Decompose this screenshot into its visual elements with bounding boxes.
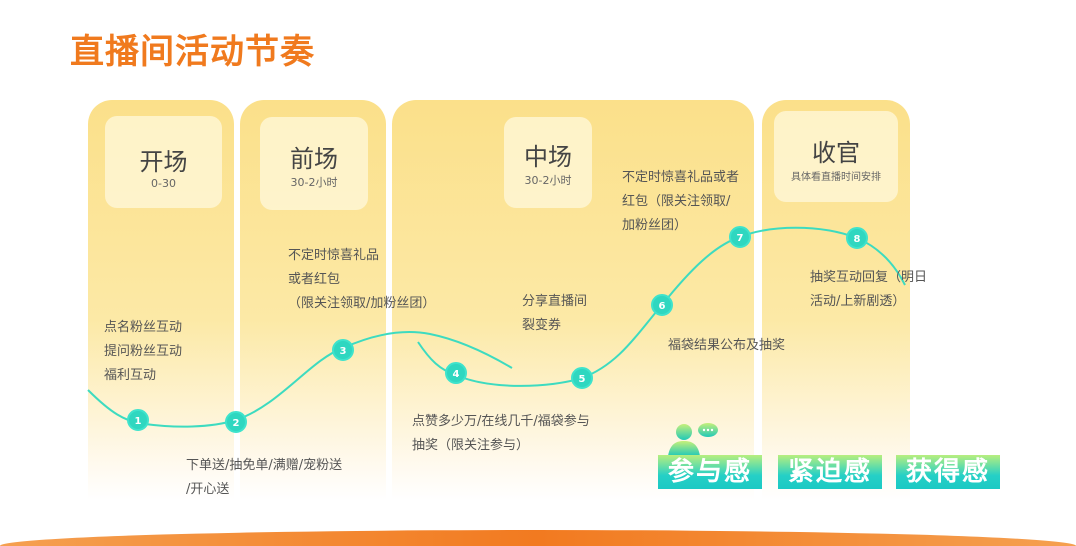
phase-name: 收官 — [812, 139, 860, 167]
step-marker: 6 — [651, 294, 673, 316]
note-4: 点赞多少万/在线几千/福袋参与 抽奖（限关注参与） — [412, 414, 590, 453]
phase-duration: 具体看直播时间安排 — [791, 172, 881, 183]
phase-header-early: 前场 30-2小时 — [260, 117, 368, 210]
phase-duration: 0-30 — [151, 177, 176, 190]
phase-name: 前场 — [290, 145, 338, 173]
phase-header-middle: 中场 30-2小时 — [504, 117, 592, 208]
phase-header-opening: 开场 0-30 — [105, 116, 222, 208]
phase-duration: 30-2小时 — [290, 176, 338, 189]
phase-name: 开场 — [139, 148, 188, 176]
note-8: 抽奖互动回复（明日 活动/上新剧透） — [810, 270, 928, 309]
step-marker: 5 — [571, 367, 593, 389]
step-marker: 2 — [225, 411, 247, 433]
tag-gain: 获得感 — [896, 455, 1000, 489]
note-1: 点名粉丝互动 提问粉丝互动 福利互动 — [104, 320, 183, 383]
step-marker: 7 — [729, 226, 751, 248]
phase-duration: 30-2小时 — [524, 174, 572, 187]
step-marker: 3 — [332, 339, 354, 361]
phase-header-closing: 收官 具体看直播时间安排 — [774, 111, 898, 202]
tag-participation: 参与感 — [658, 455, 762, 489]
tag-urgency: 紧迫感 — [778, 455, 882, 489]
note-6: 福袋结果公布及抽奖 — [668, 338, 786, 353]
step-marker: 8 — [846, 227, 868, 249]
bottom-accent-bar — [0, 530, 1076, 546]
note-2: 下单送/抽免单/满赠/宠粉送 /开心送 — [186, 458, 343, 497]
note-5: 分享直播间 裂变券 — [522, 294, 588, 333]
phase-name: 中场 — [524, 143, 572, 171]
step-marker: 4 — [445, 362, 467, 384]
step-marker: 1 — [127, 409, 149, 431]
note-7: 不定时惊喜礼品或者 红包（限关注领取/ 加粉丝团） — [622, 170, 740, 233]
note-3: 不定时惊喜礼品 或者红包 （限关注领取/加粉丝团） — [288, 248, 436, 311]
slide-title: 直播间活动节奏 — [70, 32, 315, 72]
